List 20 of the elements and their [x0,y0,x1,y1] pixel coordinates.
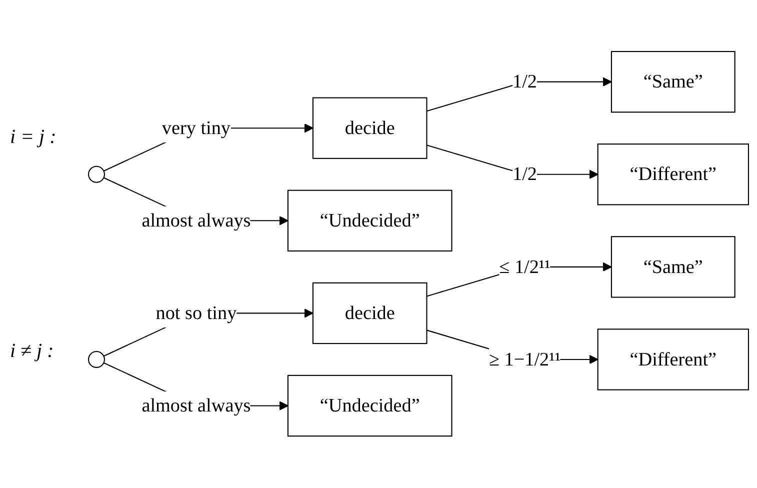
edge-label: almost always [142,210,251,231]
edge-label: almost always [142,394,251,416]
node-circle [88,351,105,368]
node-circle [88,166,105,184]
node-box: “Different” [597,328,750,391]
row-label: i ≠ j : [9,340,55,362]
row-label: i = j : [9,126,58,148]
node-box: “Undecided” [287,375,452,437]
node-box: decide [312,282,428,344]
edge-label: 1/2 [512,70,538,92]
node-box: “Undecided” [287,190,452,252]
edge-label: ≥ 1−1/2¹¹ [488,348,561,370]
node-box: decide [312,97,428,160]
node-box: “Different” [597,144,750,206]
edge-label: 1/2 [512,163,538,185]
node-box: “Same” [610,51,736,113]
node-box: “Same” [610,236,736,298]
edge-label: not so tiny [156,302,237,324]
edge-label: very tiny [162,117,231,138]
edge-label: ≤ 1/2¹¹ [499,256,550,278]
